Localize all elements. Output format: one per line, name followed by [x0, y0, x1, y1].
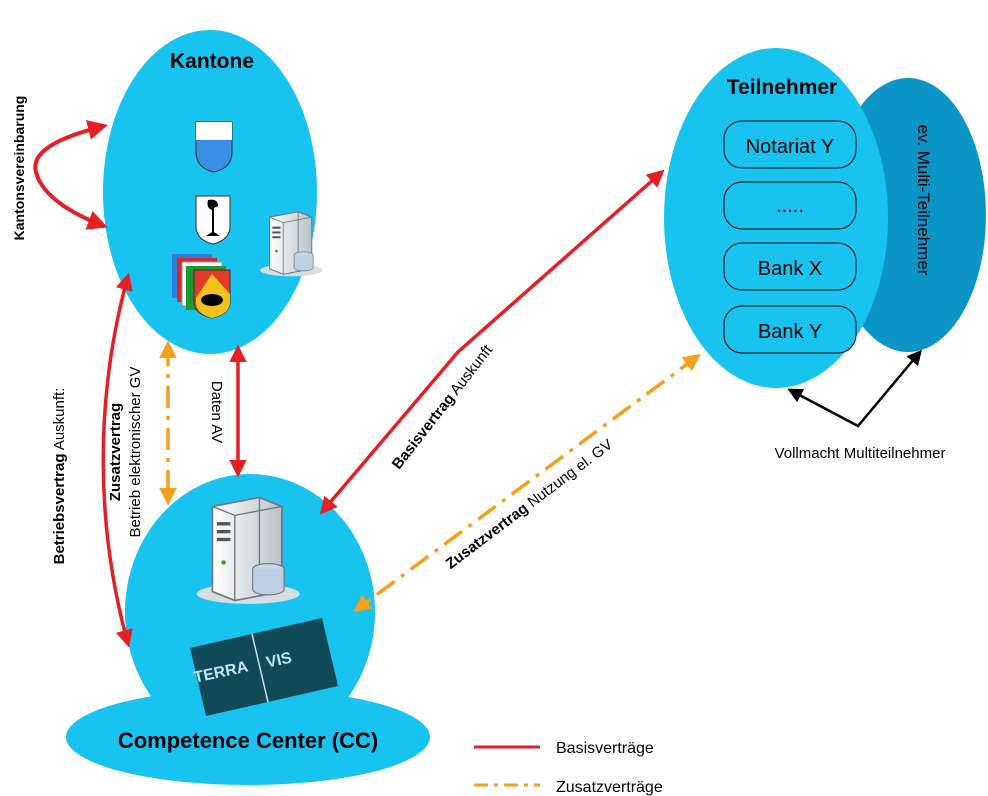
canton-bern-icon: [172, 254, 231, 319]
teilnehmer-box-bank-y: Bank Y: [723, 305, 857, 354]
betriebsvertrag-label: Betriebsvertrag Auskunft:: [51, 388, 68, 565]
basisvertrag-rest: Auskunft: [445, 341, 497, 401]
terravis-logo: TERRA VIS: [190, 618, 338, 716]
betriebsvertrag-arrow: [101, 272, 133, 648]
zusatzvertrag-betrieb-label: Zusatzvertrag: [107, 403, 124, 501]
vollmacht-arrow: [787, 349, 922, 428]
teilnehmer-box-label: .....: [776, 195, 804, 217]
canton-basel-icon: [195, 195, 231, 245]
cc-title: Competence Center (CC): [118, 728, 378, 753]
zusatzvertrag-nutzung-label: Zusatzvertrag Nutzung el. GV: [443, 436, 616, 573]
teilnehmer-box-label: Notariat Y: [746, 136, 835, 158]
kantone-ellipse: [103, 30, 317, 354]
teilnehmer-box-placeholder: .....: [723, 181, 857, 230]
multi-teilnehmer-label: ev. Multi-Teilnehmer: [914, 125, 933, 276]
zusatzvertrag-nutzung-arrow: [353, 353, 701, 613]
daten-av-label: Daten AV: [208, 381, 225, 443]
basisvertrag-label: Basisvertrag Auskunft: [389, 341, 497, 472]
teilnehmer-box-bank-x: Bank X: [723, 242, 857, 291]
legend-zusatz-label: Zusatzverträge: [556, 779, 663, 796]
kantone-title: Kantone: [170, 50, 254, 73]
betriebsvertrag-bold: Betriebsvertrag: [51, 453, 68, 564]
teilnehmer-list: Notariat Y ..... Bank X Bank Y: [723, 120, 857, 354]
basisvertrag-bold: Basisvertrag: [389, 391, 458, 473]
legend-basis-label: Basisverträge: [556, 740, 654, 757]
basisvertrag-arrow: [319, 169, 665, 515]
teilnehmer-box-label: Bank Y: [758, 321, 822, 343]
zusatzvertrag-betrieb-sublabel: Betrieb elektronischer GV: [127, 367, 144, 538]
kantonsvereinbarung-label: Kantonsvereinbarung: [11, 96, 27, 241]
kantonsvereinbarung-arrow: [33, 120, 108, 230]
terravis-logo-right: VIS: [265, 650, 294, 672]
canton-luzern-icon: [195, 121, 233, 173]
teilnehmer-box-notariat: Notariat Y: [723, 120, 857, 169]
cc-base-ellipse: [66, 689, 430, 785]
vollmacht-label: Vollmacht Multiteilnehmer: [775, 445, 946, 462]
betriebsvertrag-rest: Auskunft:: [51, 388, 68, 454]
legend: Basisverträge Zusatzverträge: [474, 740, 663, 796]
teilnehmer-box-label: Bank X: [758, 258, 822, 280]
teilnehmer-title: Teilnehmer: [727, 76, 837, 99]
